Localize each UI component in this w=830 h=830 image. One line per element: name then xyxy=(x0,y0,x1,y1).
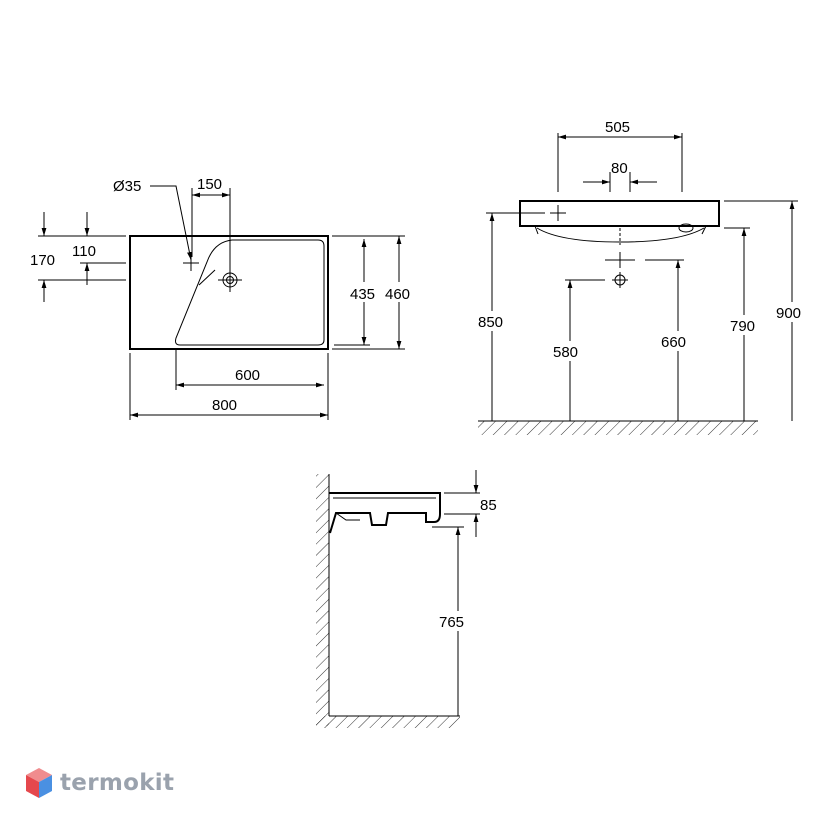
total-width-label: 800 xyxy=(212,397,237,414)
brand-logo: termokit xyxy=(24,766,174,800)
drain-hole xyxy=(198,268,242,292)
side-view: 85 765 xyxy=(316,470,497,728)
front-tap-marker xyxy=(550,205,566,221)
brand-name: termokit xyxy=(60,770,175,796)
height-580-label: 580 xyxy=(553,344,578,361)
cube-icon xyxy=(26,768,52,798)
drain-position-marker xyxy=(605,252,635,288)
basin-side-profile xyxy=(329,492,441,534)
basin-bowl xyxy=(175,239,325,346)
depth-460-label: 460 xyxy=(385,286,410,303)
height-85-label: 85 xyxy=(480,497,497,514)
height-660-label: 660 xyxy=(661,334,686,351)
dim-170-label: 170 xyxy=(30,252,55,269)
width-80-label: 80 xyxy=(611,160,628,177)
basin-outline xyxy=(129,235,329,350)
top-view: Ø35 150 170 110 435 460 600 800 xyxy=(30,176,417,420)
basin-front-outline xyxy=(519,200,720,227)
bowl-width-label: 600 xyxy=(235,367,260,384)
dim-110-label: 110 xyxy=(72,243,96,260)
tap-offset-label: 150 xyxy=(197,176,222,193)
height-850-label: 850 xyxy=(478,314,503,331)
hole-diameter-label: Ø35 xyxy=(113,178,141,195)
floor-hatch xyxy=(478,421,758,435)
front-view: 505 80 850 580 660 790 900 xyxy=(476,119,810,435)
height-790-label: 790 xyxy=(730,318,755,335)
width-505-label: 505 xyxy=(605,119,630,136)
height-765-label: 765 xyxy=(439,614,464,631)
floor-hatch-side xyxy=(316,716,460,728)
height-900-label: 900 xyxy=(776,305,801,322)
tap-hole xyxy=(183,255,199,271)
depth-435-label: 435 xyxy=(350,286,375,303)
wall-hatch xyxy=(316,474,329,726)
basin-front-bowl xyxy=(536,227,705,243)
